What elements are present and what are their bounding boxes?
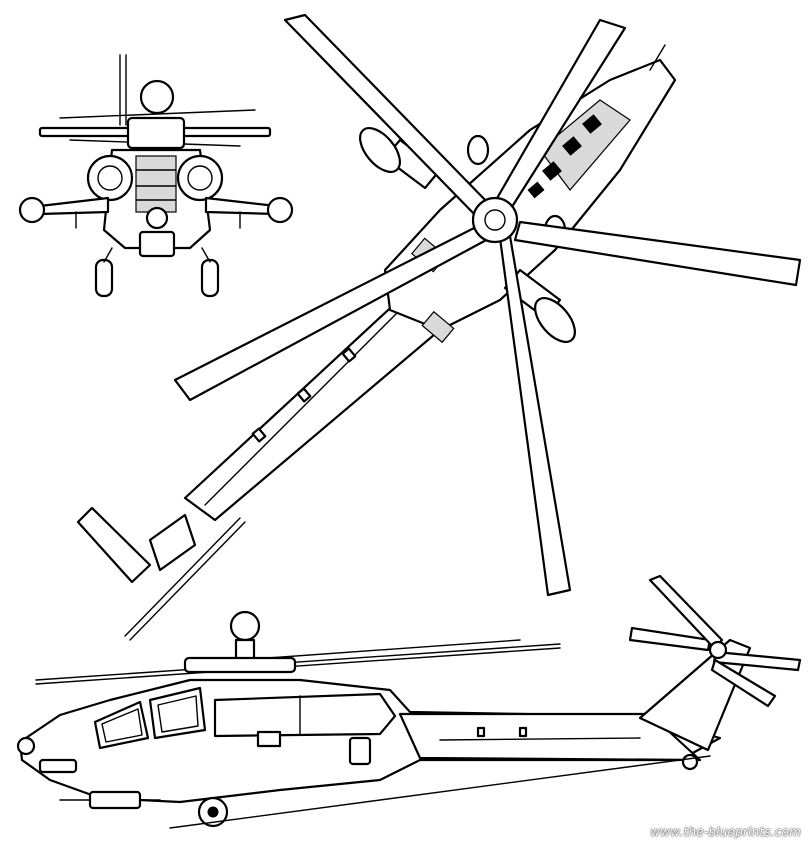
side-tail-rotor-blade-3 xyxy=(712,650,802,672)
side-rear-canopy xyxy=(148,686,207,740)
front-chin-gun xyxy=(138,230,176,258)
front-wing-right xyxy=(204,196,278,216)
side-tail-rotor-hub xyxy=(708,640,728,660)
top-wingtip-pod-right xyxy=(534,297,576,343)
top-view xyxy=(76,13,802,641)
top-exhaust-right xyxy=(421,310,455,344)
top-rotor-hub xyxy=(471,196,519,244)
top-rotor-blade-3 xyxy=(513,220,802,287)
side-tail-boom xyxy=(398,712,702,762)
front-wing-left xyxy=(38,196,110,216)
front-sensor-turret xyxy=(145,206,169,230)
watermark-text: www.the-blueprints.com xyxy=(650,825,801,839)
top-cockpit xyxy=(539,99,631,191)
top-nose-probe xyxy=(649,44,666,71)
front-rotor-head xyxy=(126,116,186,150)
front-radar-dome xyxy=(139,79,175,115)
top-rotor-blade-1 xyxy=(283,13,492,220)
top-tail-stabilizer xyxy=(148,513,197,572)
front-engine-right xyxy=(176,154,224,202)
front-wheel-right xyxy=(200,258,220,298)
side-ground-line xyxy=(169,755,711,829)
side-rotor-head xyxy=(183,656,297,674)
front-cockpit xyxy=(135,155,177,213)
front-wingtip-pod-right xyxy=(266,196,294,224)
side-nose-sensor xyxy=(16,736,36,756)
top-tail-fin xyxy=(76,506,152,584)
side-radar-dome xyxy=(229,610,261,642)
front-view xyxy=(18,54,294,298)
front-engine-left xyxy=(86,154,134,202)
side-rotor-blade-front xyxy=(35,643,561,681)
front-wheel-left xyxy=(94,258,114,298)
front-wingtip-pod-left xyxy=(18,196,46,224)
side-tail-rotor-blade-4 xyxy=(710,658,777,708)
side-tail-rotor-blade-1 xyxy=(628,626,712,652)
top-tail-rotor xyxy=(124,517,241,637)
side-tail-wheel xyxy=(681,753,699,771)
side-view xyxy=(16,574,802,829)
side-tail-rotor-blade-2 xyxy=(648,574,724,650)
side-engine-nacelle xyxy=(213,692,397,738)
top-wingtip-pod-left xyxy=(359,127,401,173)
